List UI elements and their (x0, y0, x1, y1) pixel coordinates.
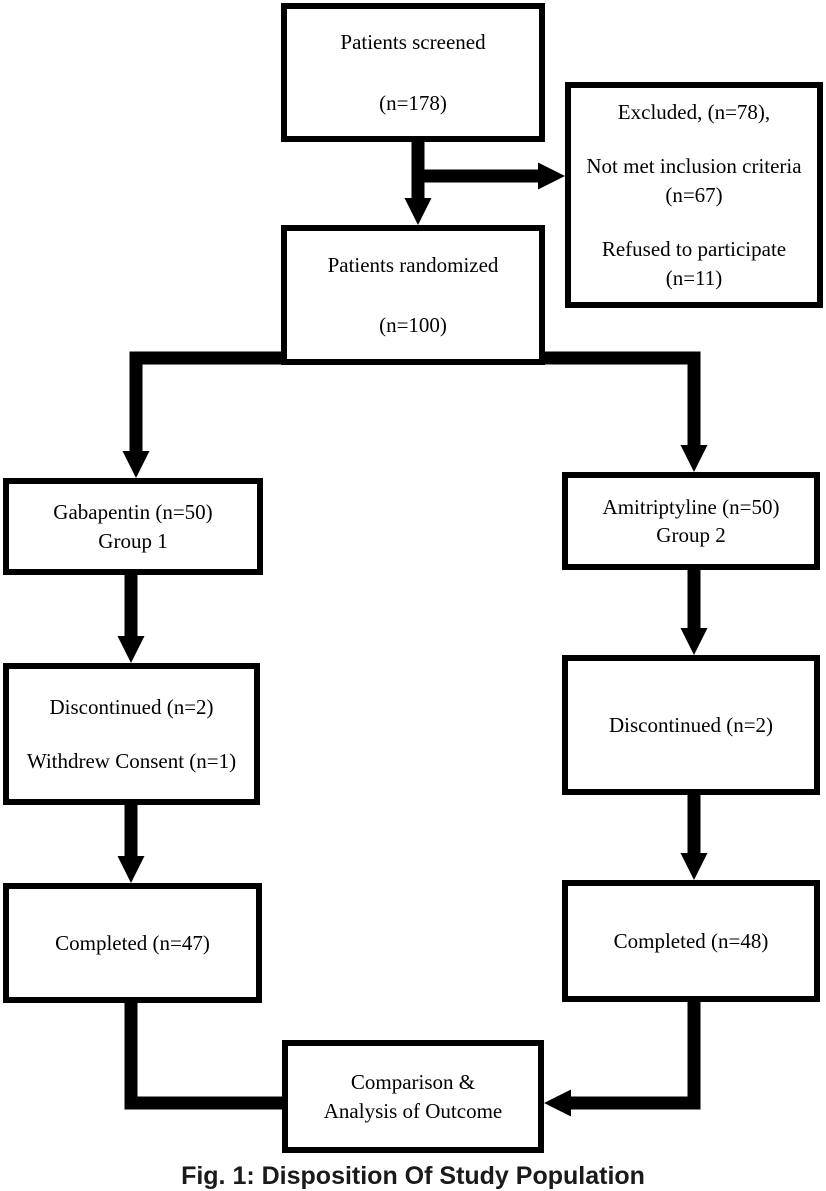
box-line: Discontinued (n=2) (49, 694, 214, 719)
box-line: Patients randomized (327, 252, 499, 277)
box-line: Not met inclusion criteria (n=67) (586, 154, 802, 207)
box-line: Discontinued (n=2) (608, 712, 774, 737)
box-completed-group2: Completed (n=48) (562, 880, 820, 1002)
arrow-randomized-to-group2 (545, 351, 708, 472)
box-line: Group 2 (656, 523, 726, 547)
box-patients-randomized: Patients randomized (n=100) (281, 225, 545, 365)
box-comparison-analysis: Comparison & Analysis of Outcome (282, 1040, 544, 1153)
box-group2-amitriptyline: Amitriptyline (n=50) Group 2 (562, 472, 820, 570)
box-line: Excluded, (n=78), (617, 100, 771, 125)
box-line: Completed (n=48) (613, 928, 769, 953)
box-line: (n=100) (379, 313, 447, 337)
box-line: Analysis of Outcome (323, 1098, 503, 1123)
box-line: Withdrew Consent (n=1) (26, 749, 237, 773)
box-line: Gabapentin (n=50) (53, 500, 213, 525)
box-line: Refused to participate (n=11) (601, 237, 787, 290)
box-line: (n=178) (379, 90, 447, 115)
box-discontinued-group2: Discontinued (n=2) (562, 655, 820, 795)
arrow-completed2-to-comparison (544, 1002, 701, 1117)
box-discontinued-group1: Discontinued (n=2) Withdrew Consent (n=1… (3, 663, 260, 805)
box-group1-gabapentin: Gabapentin (n=50) Group 1 (3, 478, 263, 575)
box-line: Amitriptyline (n=50) (602, 494, 780, 519)
box-line: Comparison & (350, 1070, 476, 1095)
figure-caption: Fig. 1: Disposition Of Study Population (181, 1162, 645, 1190)
arrow-completed1-to-comparison (124, 1003, 336, 1117)
box-excluded: Excluded, (n=78), Not met inclusion crit… (565, 82, 823, 308)
arrow-randomized-to-group1 (122, 351, 281, 478)
box-line: Group 1 (98, 528, 168, 553)
box-patients-screened: Patients screened (n=178) (281, 3, 545, 142)
box-line: Patients screened (340, 30, 486, 55)
box-line: Completed (n=47) (55, 930, 210, 955)
box-completed-group1: Completed (n=47) (3, 883, 262, 1003)
